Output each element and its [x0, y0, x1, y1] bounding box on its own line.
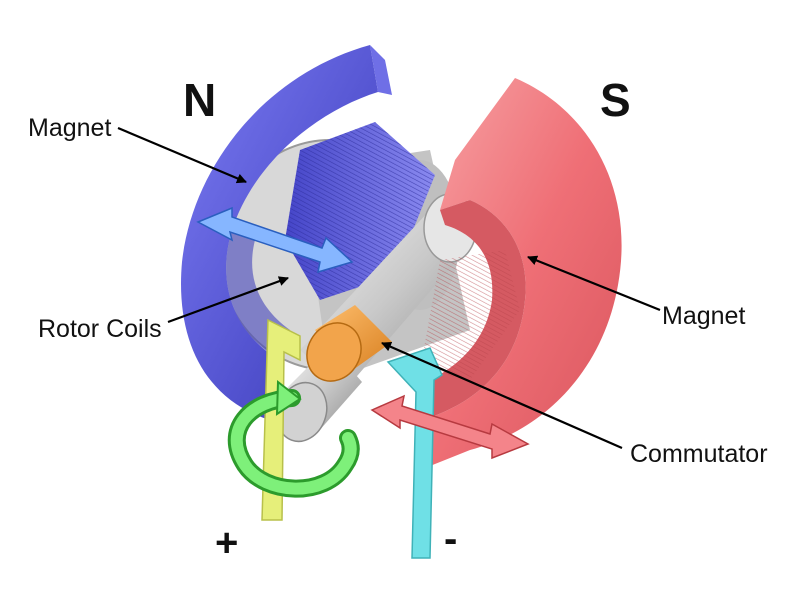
field-arrow-red	[370, 394, 530, 460]
south-magnet	[420, 78, 622, 470]
leader-lines	[117, 126, 661, 450]
plus-terminal-label: +	[215, 521, 238, 565]
south-label: S	[600, 74, 631, 126]
brush-plus	[261, 318, 301, 521]
rotor-coils-label: Rotor Coils	[38, 315, 162, 343]
leader-rotor-coils	[167, 276, 289, 324]
minus-terminal-label: -	[444, 517, 457, 561]
leader-commutator	[381, 341, 623, 450]
magnet-label-left: Magnet	[28, 114, 111, 142]
field-arrow-blue	[196, 206, 354, 274]
leader-magnet-left	[117, 126, 247, 184]
north-label: N	[183, 74, 216, 126]
rotation-arrow	[227, 380, 360, 498]
magnet-label-right: Magnet	[662, 302, 745, 330]
leader-magnet-right	[527, 255, 661, 312]
commutator	[306, 305, 392, 382]
commutator-label: Commutator	[630, 440, 768, 468]
